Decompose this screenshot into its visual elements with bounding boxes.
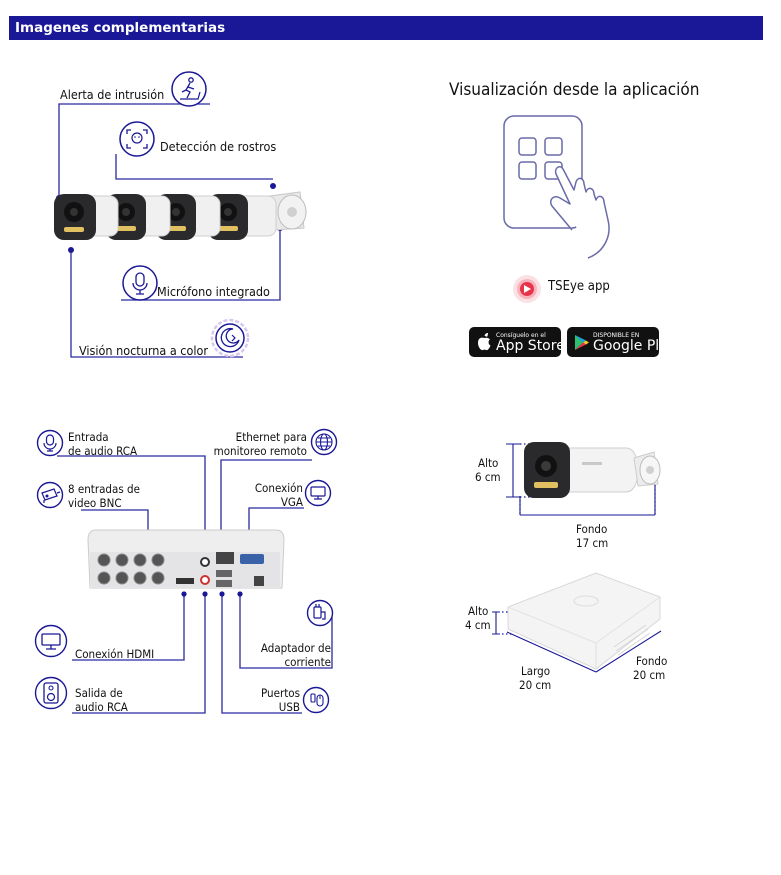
cam-height-label: Alto: [478, 456, 499, 470]
cam-height-value: 6 cm: [475, 470, 501, 484]
label-audio-in-line1: Entrada: [68, 430, 109, 444]
label-vga-line2: VGA: [280, 495, 303, 509]
power-adapter-icon: [306, 599, 334, 627]
audio-input-icon: [36, 429, 64, 457]
dvr-height-value: 4 cm: [465, 618, 491, 632]
usb-mouse-icon: [302, 686, 330, 714]
label-power-line1: Adaptador de: [260, 641, 331, 655]
app-name: TSEye app: [548, 279, 610, 294]
ethernet-globe-icon: [310, 428, 338, 456]
label-ethernet-line1: Ethernet para: [235, 430, 307, 444]
google-play-small: DISPONIBLE EN: [593, 332, 640, 339]
dvr-height-label: Alto: [468, 604, 489, 618]
intrusion-icon: [171, 71, 207, 107]
camera-dimension-image: [524, 442, 661, 498]
section-header: Imagenes complementarias: [9, 16, 763, 40]
google-play-badge[interactable]: DISPONIBLE EN Google Play: [567, 327, 676, 357]
label-audio-out-line2: audio RCA: [75, 700, 128, 714]
label-bnc-line1: 8 entradas de: [68, 482, 140, 496]
label-intrusion-alert: Alerta de intrusión: [60, 87, 165, 102]
app-store-big: App Store: [496, 338, 565, 354]
app-store-small: Consíguelo en el: [496, 332, 546, 339]
camera-group-image: [54, 191, 307, 240]
label-night-vision: Visión nocturna a color: [79, 343, 208, 358]
tseye-app-logo-icon: [513, 275, 541, 303]
label-ethernet-line2: monitoreo remoto: [213, 444, 307, 458]
dvr-depth-label: Fondo: [636, 654, 668, 668]
vga-monitor-icon: [304, 479, 332, 507]
cam-depth-value: 17 cm: [576, 536, 609, 550]
label-vga-line1: Conexión: [254, 481, 303, 495]
apple-icon: [478, 333, 491, 351]
label-microphone: Micrófono integrado: [157, 284, 270, 299]
dvr-dimension-image: [507, 572, 661, 670]
label-face-detection: Detección de rostros: [160, 139, 277, 154]
label-hdmi: Conexión HDMI: [75, 647, 155, 661]
label-audio-in-line2: de audio RCA: [68, 444, 138, 458]
google-play-big: Google Play: [593, 338, 677, 354]
bnc-camera-icon: [36, 481, 64, 509]
app-title: Visualización desde la aplicación: [449, 80, 700, 100]
face-detection-icon: [119, 121, 155, 157]
label-usb-line2: USB: [278, 700, 300, 714]
label-power-line2: corriente: [284, 655, 331, 669]
dvr-rear-panel-image: [87, 529, 285, 589]
hdmi-monitor-icon: [34, 624, 68, 658]
dvr-depth-value: 20 cm: [633, 668, 666, 682]
app-store-badge[interactable]: Consíguelo en el App Store: [469, 327, 565, 357]
label-bnc-line2: video BNC: [68, 496, 122, 510]
dvr-length-value: 20 cm: [519, 678, 552, 692]
label-audio-out-line1: Salida de: [75, 686, 123, 700]
tablet-touch-icon: [503, 115, 610, 259]
dvr-length-label: Largo: [521, 664, 551, 678]
speaker-icon: [34, 676, 68, 710]
label-usb-line1: Puertos: [261, 686, 300, 700]
google-play-icon: [575, 335, 589, 350]
cam-depth-label: Fondo: [576, 522, 608, 536]
microphone-icon: [122, 265, 158, 301]
night-vision-icon: [210, 318, 250, 358]
